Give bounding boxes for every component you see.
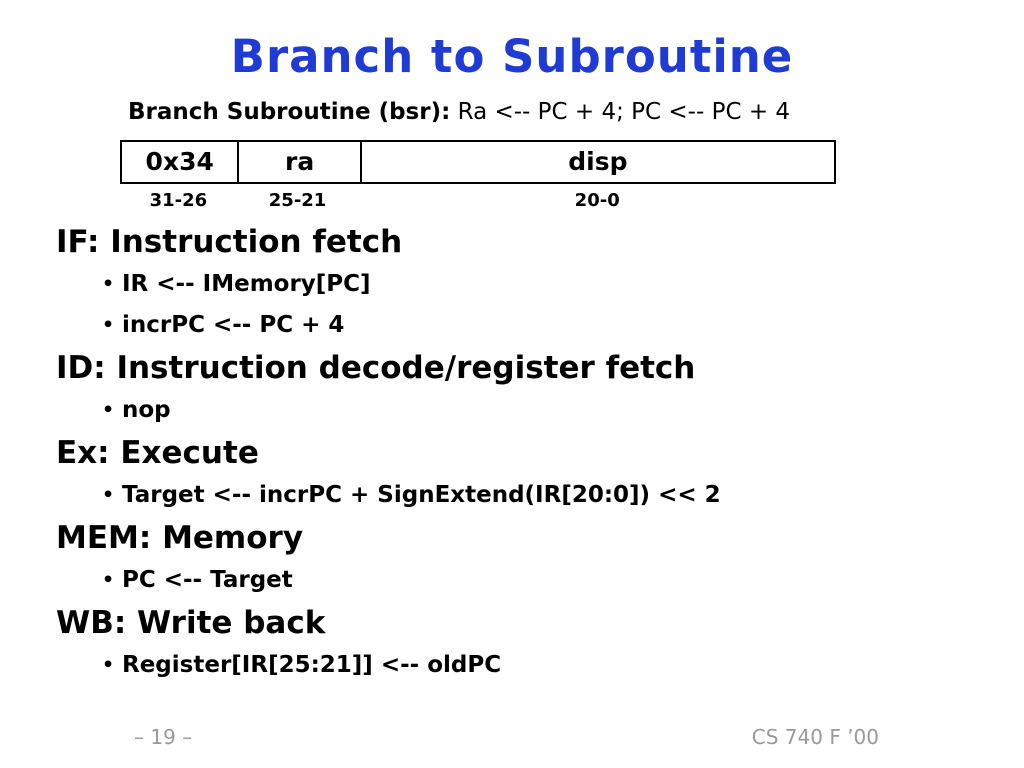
bullet-text: Register[IR[25:21]] <-- oldPC [122, 652, 502, 678]
bit-range-ra: 25-21 [268, 190, 327, 211]
stage-bullet: • nop [56, 390, 994, 431]
bullet-text: incrPC <-- PC + 4 [122, 312, 345, 338]
instruction-definition: Branch Subroutine (bsr): Ra <-- PC + 4; … [128, 99, 790, 125]
stage-bullet: • IR <-- IMemory[PC] [56, 264, 994, 305]
pipeline-stages-list: IF: Instruction fetch • IR <-- IMemory[PC… [56, 220, 994, 686]
instruction-semantics: Ra <-- PC + 4; PC <-- PC + 4 [450, 99, 791, 125]
bullet-icon: • [102, 484, 115, 506]
instruction-format-table: 0x34 ra disp [120, 140, 836, 184]
stage-heading-if: IF: Instruction fetch [56, 224, 403, 260]
stage-bullet: • PC <-- Target [56, 560, 994, 601]
instruction-name: Branch Subroutine (bsr): [128, 99, 451, 125]
bullet-icon: • [102, 273, 115, 295]
bullet-text: nop [122, 397, 171, 423]
bullet-text: PC <-- Target [122, 567, 293, 593]
bullet-icon: • [102, 399, 115, 421]
stage-bullet: • Target <-- incrPC + SignExtend(IR[20:0]… [56, 475, 994, 516]
slide-title: Branch to Subroutine [230, 30, 794, 83]
bit-range-labels: 31-26 25-21 20-0 [120, 190, 836, 211]
bullet-text: Target <-- incrPC + SignExtend(IR[20:0])… [122, 482, 721, 508]
format-field-disp: disp [359, 142, 834, 182]
course-label: CS 740 F ’00 [751, 725, 879, 749]
stage-heading-id: ID: Instruction decode/register fetch [56, 350, 696, 386]
bullet-text: IR <-- IMemory[PC] [122, 271, 371, 297]
stage-heading-ex: Ex: Execute [56, 435, 259, 471]
bullet-icon: • [102, 314, 115, 336]
stage-bullet: • Register[IR[25:21]] <-- oldPC [56, 645, 994, 686]
bit-range-opcode: 31-26 [149, 190, 208, 211]
page-number: – 19 – [134, 725, 193, 749]
stage-heading-wb: WB: Write back [56, 605, 326, 641]
stage-heading-mem: MEM: Memory [56, 520, 304, 556]
stage-bullet: • incrPC <-- PC + 4 [56, 305, 994, 346]
bit-range-disp: 20-0 [574, 190, 620, 211]
format-field-opcode: 0x34 [145, 147, 214, 176]
bullet-icon: • [102, 569, 115, 591]
bullet-icon: • [102, 654, 115, 676]
format-field-ra: ra [237, 142, 359, 182]
